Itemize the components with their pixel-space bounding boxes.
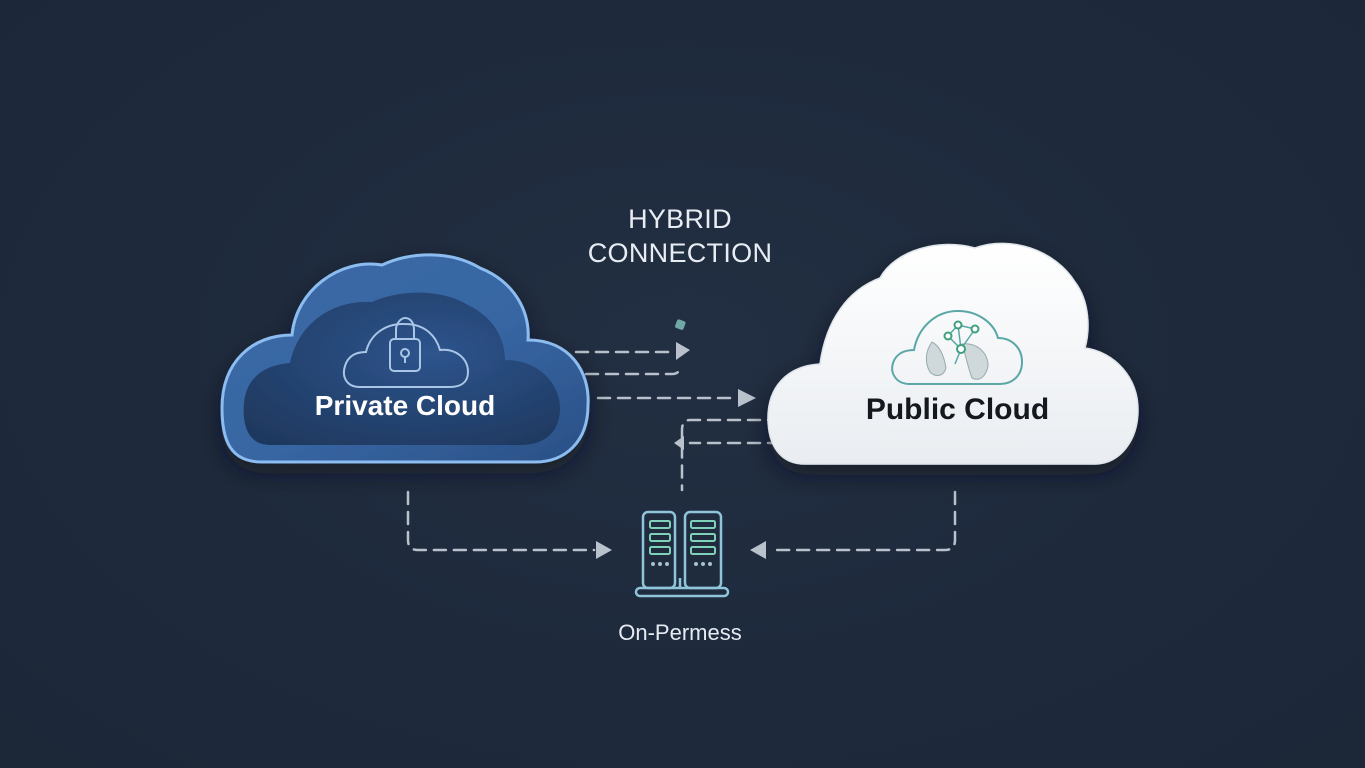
- public-cloud-shape: [767, 242, 1139, 465]
- hybrid-connection-title: HYBRID CONNECTION: [560, 202, 800, 270]
- arrow-head-junction: [674, 436, 684, 450]
- private-cloud-label: Private Cloud: [314, 390, 496, 421]
- server-base: [634, 586, 730, 598]
- connector-public-to-onprem-c: [768, 490, 957, 552]
- public-cloud-label: Public Cloud: [865, 393, 1050, 426]
- connector-lines: [406, 350, 957, 552]
- connector-private-to-onprem: [406, 490, 596, 552]
- arrow-head-hybrid: [676, 342, 690, 360]
- connector-public-to-onprem-a: [680, 418, 782, 492]
- public-cloud-node[interactable]: [767, 242, 1139, 465]
- private-cloud-inner: [243, 292, 560, 445]
- arrow-head-to-onprem-right: [750, 541, 766, 559]
- cloud-lock-icon: [342, 316, 470, 388]
- arrow-head-to-onprem-left: [596, 541, 612, 559]
- hybrid-title-line1: HYBRID: [628, 204, 732, 234]
- server-rack-icon[interactable]: [634, 510, 730, 598]
- hybrid-title-line2: CONNECTION: [587, 238, 773, 268]
- hybrid-node-dot: [675, 319, 686, 330]
- on-premises-label: On-Permess: [618, 620, 742, 645]
- cloud-globe-network-icon: [891, 309, 1024, 385]
- arrow-heads: [596, 319, 766, 559]
- arrow-head-to-public: [738, 389, 756, 407]
- connector-private-to-hybrid-bottom: [584, 364, 682, 376]
- private-cloud-node[interactable]: [220, 253, 590, 464]
